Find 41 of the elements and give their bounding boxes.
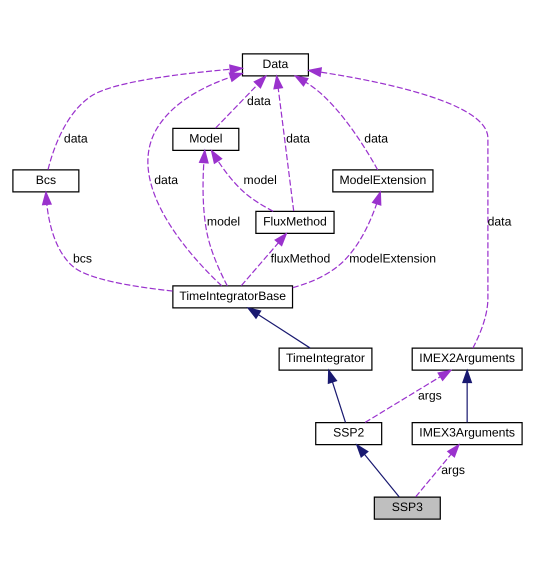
node-box: ModelExtension <box>332 168 434 192</box>
edge-label: data <box>64 130 88 145</box>
node-box: TimeIntegrator <box>278 347 372 370</box>
node-box: IMEX2Arguments <box>412 347 523 370</box>
node-box: Model <box>172 127 240 150</box>
arrow <box>356 442 400 497</box>
arrow <box>246 306 310 348</box>
arrow <box>240 232 288 286</box>
arrow <box>47 64 244 170</box>
arrow <box>198 148 228 286</box>
node-box: Data <box>242 52 310 76</box>
arrow <box>328 368 346 422</box>
node-box: FluxMethod <box>255 210 335 234</box>
arrow <box>306 66 489 348</box>
arrow <box>273 74 294 211</box>
edge-label: modelExtension <box>349 251 436 266</box>
arrow <box>215 74 268 128</box>
node-box: SSP3 <box>374 496 441 520</box>
edge-label: model <box>206 214 240 228</box>
edge-label: bcs <box>73 251 92 266</box>
arrow <box>210 148 274 212</box>
arrow <box>364 368 452 422</box>
edge-label: data <box>154 172 178 186</box>
edge-label: model <box>244 172 277 186</box>
node-box: Bcs <box>12 168 80 192</box>
edge-label: data <box>247 94 271 108</box>
arrow <box>147 72 244 286</box>
edge-label: data <box>364 130 388 145</box>
edge-label: data <box>286 130 310 145</box>
edge-label: args <box>418 388 442 402</box>
node-box: SSP2 <box>315 422 382 445</box>
node-box: TimeIntegratorBase <box>172 284 294 308</box>
arrow <box>292 190 382 288</box>
edge-label: args <box>441 462 465 476</box>
arrow <box>415 442 460 497</box>
edge-label: data <box>488 214 512 228</box>
arrow <box>294 74 378 170</box>
node-box: IMEX3Arguments <box>412 422 523 445</box>
arrow <box>462 368 472 422</box>
edge-label: fluxMethod <box>270 251 330 266</box>
arrow <box>42 190 173 292</box>
